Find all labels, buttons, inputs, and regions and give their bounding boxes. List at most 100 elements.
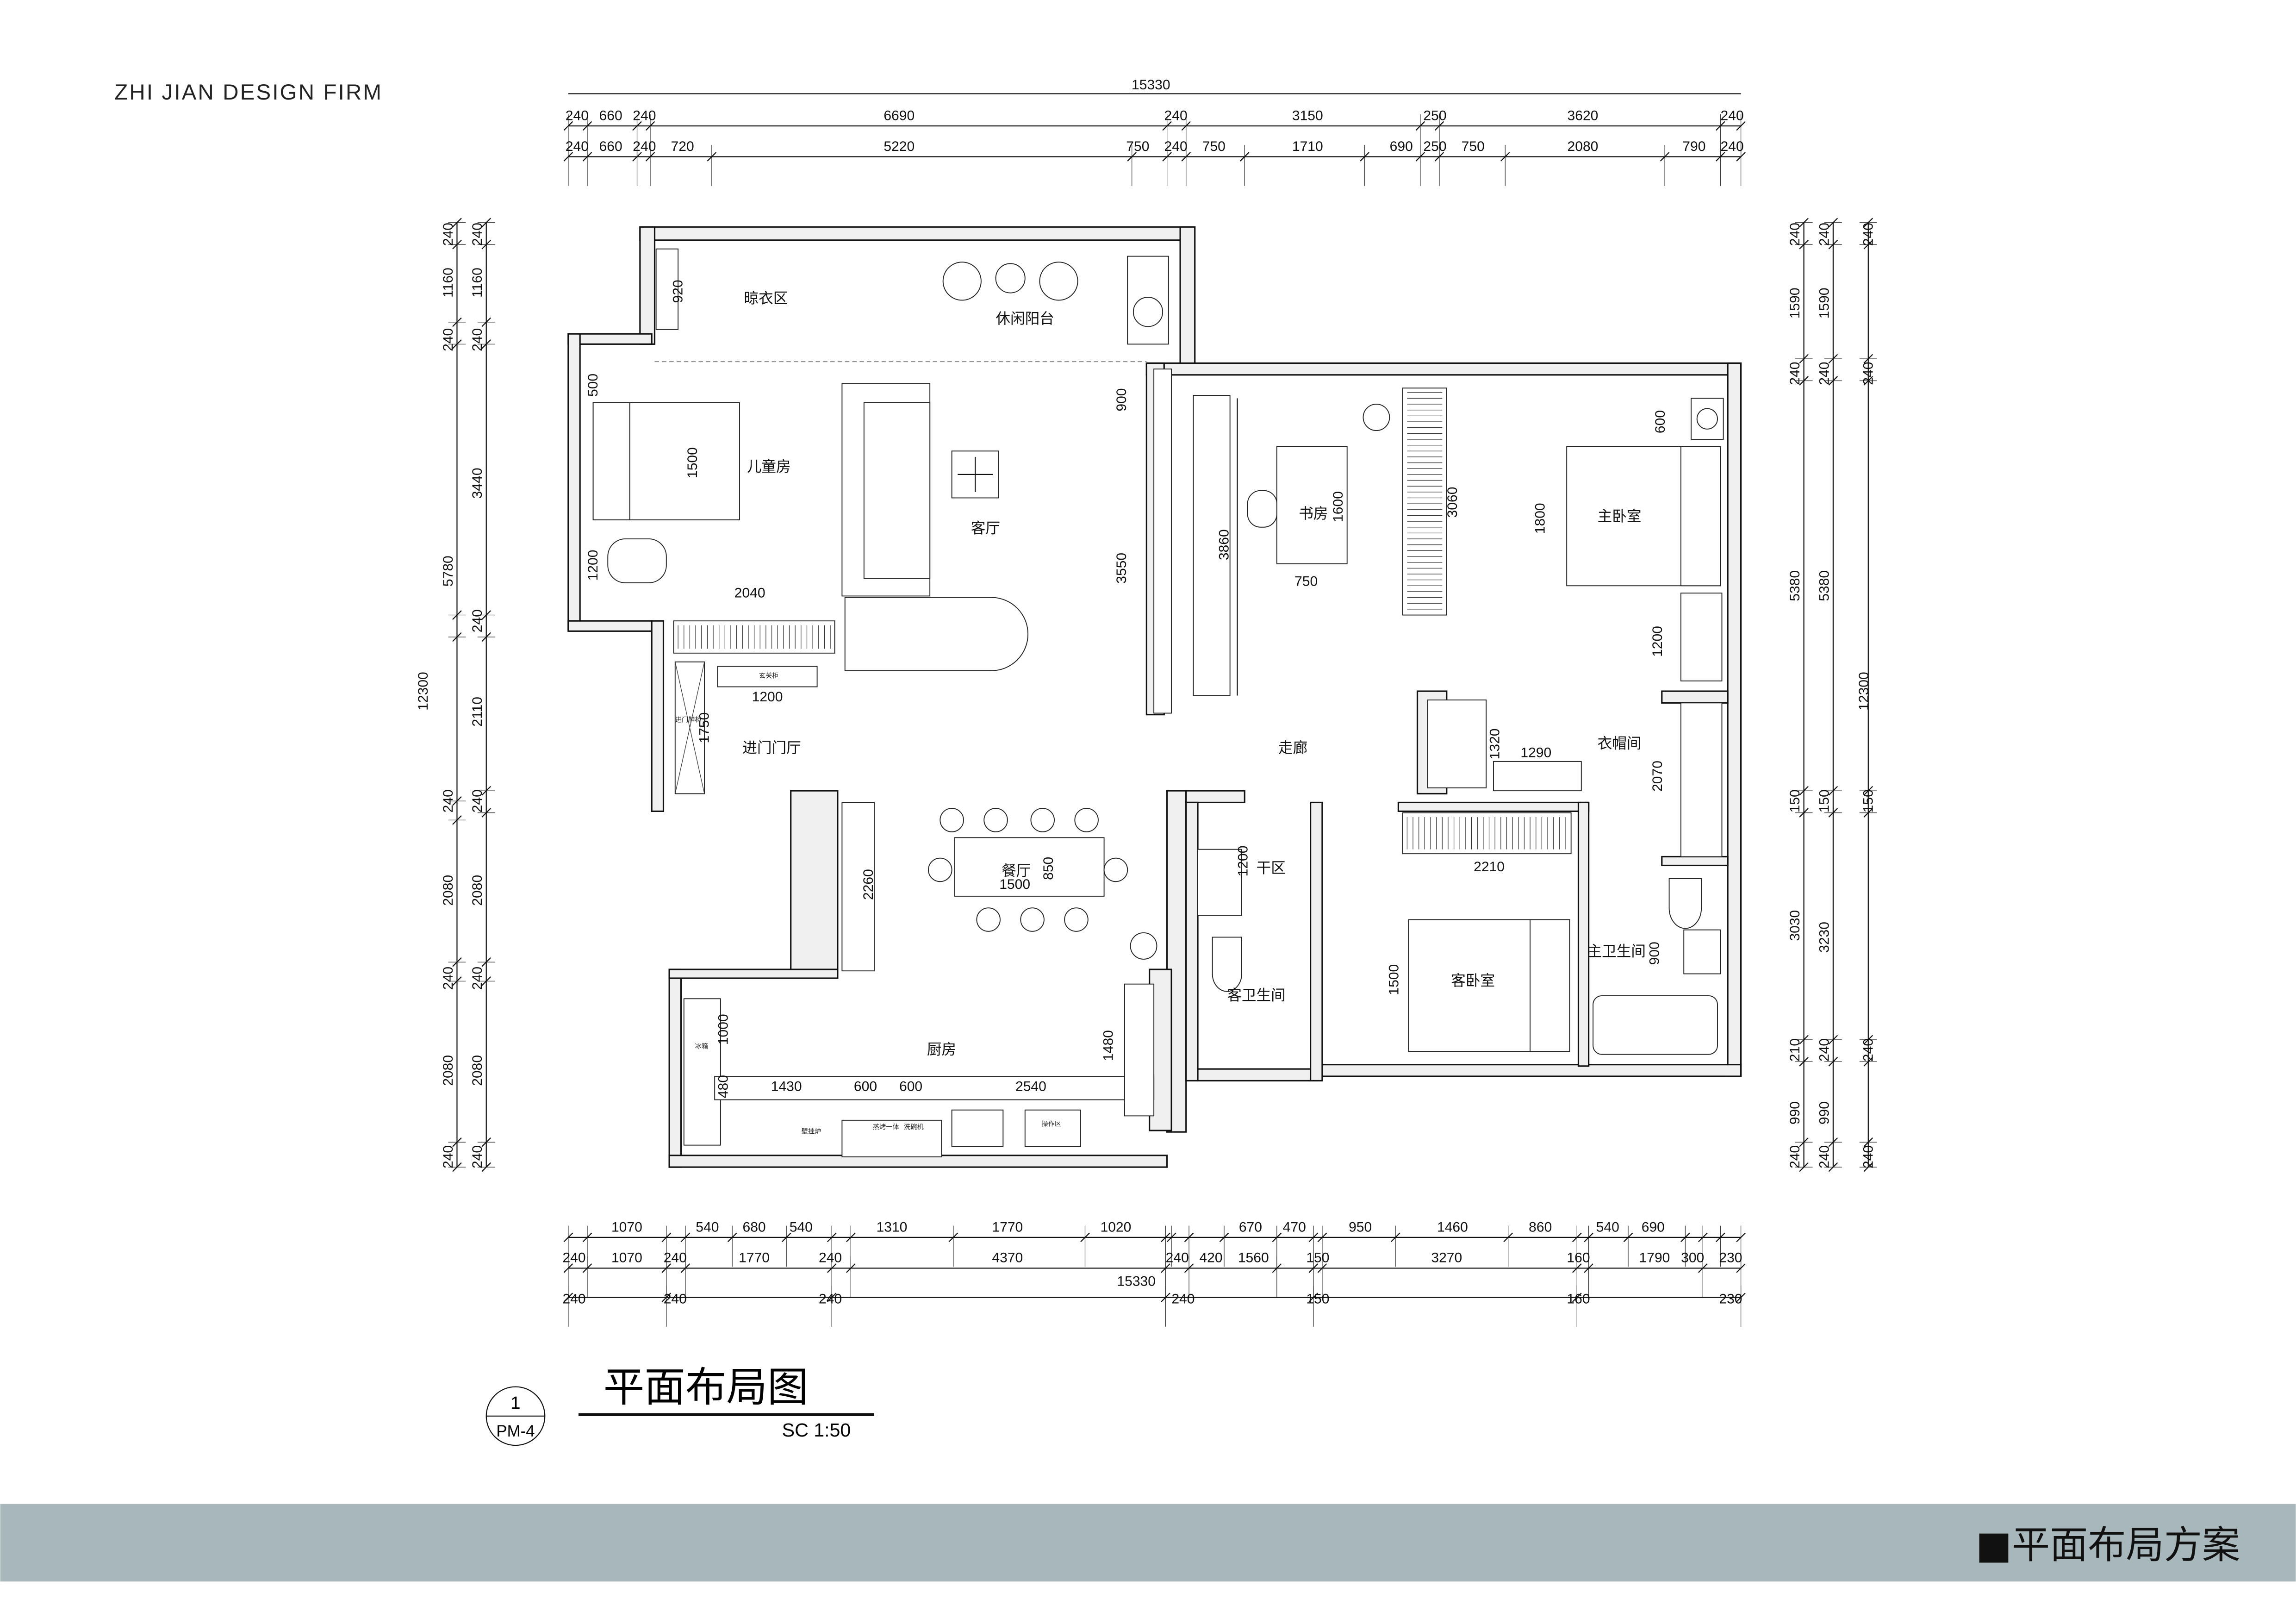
dimension-label: 240 xyxy=(470,1145,485,1168)
dimension-label: 240 xyxy=(566,139,589,154)
dimension-label: 3150 xyxy=(1292,108,1323,123)
interior-dimension: 1430 xyxy=(771,1079,802,1094)
dimension-label: 240 xyxy=(819,1291,842,1306)
dimension-label: 240 xyxy=(1817,1145,1832,1168)
dimension-label: 5780 xyxy=(441,556,456,587)
dimension-label: 240 xyxy=(1817,362,1832,385)
dimension-label: 790 xyxy=(1682,139,1705,154)
interior-dimension: 1500 xyxy=(685,447,700,478)
fixture-label: 玄关柜 xyxy=(759,672,779,680)
dimension-label: 240 xyxy=(1860,362,1876,385)
dimension-label: 240 xyxy=(566,108,589,123)
dimension-label: 240 xyxy=(470,328,485,351)
dimension-label: 240 xyxy=(562,1291,585,1306)
room-label: 儿童房 xyxy=(747,459,791,475)
dimension-label: 860 xyxy=(1529,1219,1552,1235)
dimension-label: 150 xyxy=(1787,789,1803,812)
ref-number: 1 xyxy=(510,1393,520,1413)
interior-dimension: 3550 xyxy=(1114,553,1129,584)
dimension-label: 2080 xyxy=(470,875,485,906)
dimension-label: 3270 xyxy=(1431,1250,1462,1266)
dimension-label: 240 xyxy=(1860,1038,1876,1062)
fixture-label: 进门鞋柜 xyxy=(675,716,702,724)
dimension-label: 720 xyxy=(671,139,694,154)
dimension-label: 240 xyxy=(1817,1038,1832,1062)
dimension-label: 660 xyxy=(599,139,622,154)
dimension-label: 1790 xyxy=(1639,1250,1670,1266)
dimension-label: 1770 xyxy=(992,1219,1023,1235)
dimension-label: 160 xyxy=(1567,1291,1590,1306)
interior-dimension: 1200 xyxy=(585,550,601,581)
dimension-label: 670 xyxy=(1239,1219,1262,1235)
dimension-label: 690 xyxy=(1642,1219,1665,1235)
room-label: 休闲阳台 xyxy=(996,311,1055,327)
interior-dimension: 480 xyxy=(716,1075,731,1098)
dimension-label: 3030 xyxy=(1787,910,1803,941)
dimension-label: 420 xyxy=(1199,1250,1222,1266)
furniture xyxy=(592,248,1724,1157)
room-label: 晾衣区 xyxy=(744,290,788,307)
dimension-label: 1460 xyxy=(1437,1219,1468,1235)
dimension-label: 950 xyxy=(1349,1219,1372,1235)
dimension-label: 540 xyxy=(1596,1219,1619,1235)
drawing-title: 平面布局图 xyxy=(604,1363,809,1411)
dimension-label: 240 xyxy=(1166,1250,1189,1266)
interior-dimension: 900 xyxy=(1114,388,1129,411)
room-label: 干区 xyxy=(1257,860,1286,876)
dimension-label: 240 xyxy=(664,1250,687,1266)
interior-dimension: 1480 xyxy=(1101,1030,1116,1061)
fixture-label: 冰箱 xyxy=(695,1043,708,1050)
dimension-label: 240 xyxy=(470,609,485,632)
footer-bar xyxy=(0,1504,2296,1582)
dimension-label: 5380 xyxy=(1787,570,1803,601)
room-label: 餐厅 xyxy=(1002,863,1031,880)
firm-name: ZHI JIAN DESIGN FIRM xyxy=(114,80,383,105)
dimension-label: 990 xyxy=(1787,1101,1803,1124)
dimension-label: 240 xyxy=(1787,362,1803,385)
dimension-total: 12300 xyxy=(1856,672,1872,711)
dimension-label: 240 xyxy=(441,1145,456,1168)
interior-dimension: 500 xyxy=(585,374,601,397)
dimension-label: 1710 xyxy=(1292,139,1323,154)
interior-dimension: 1000 xyxy=(716,1014,731,1045)
dimension-label: 240 xyxy=(441,967,456,990)
dimension-label: 750 xyxy=(1126,139,1149,154)
dimension-label: 660 xyxy=(599,108,622,123)
dimension-label: 2080 xyxy=(470,1055,485,1086)
fixture-label: 操作区 xyxy=(1041,1120,1061,1128)
dimension-label: 240 xyxy=(1164,108,1188,123)
dimension-label: 160 xyxy=(1567,1250,1590,1266)
dimension-label: 240 xyxy=(1171,1291,1195,1306)
dimension-label: 750 xyxy=(1202,139,1226,154)
interior-dimension: 2070 xyxy=(1650,761,1665,792)
dimension-label: 240 xyxy=(441,789,456,812)
interior-dimension: 900 xyxy=(1647,942,1662,965)
dimension-label: 240 xyxy=(1721,108,1744,123)
dimension-label: 240 xyxy=(1787,1145,1803,1168)
dimension-label: 5380 xyxy=(1817,570,1832,601)
dimension-total: 12300 xyxy=(416,672,431,711)
interior-dimension: 1200 xyxy=(1236,846,1251,877)
dimension-label: 540 xyxy=(790,1219,813,1235)
dimension-label: 250 xyxy=(1423,139,1446,154)
dimension-label: 5220 xyxy=(884,139,915,154)
dimension-label: 1070 xyxy=(611,1250,642,1266)
dimension-label: 240 xyxy=(470,789,485,812)
dimension-label: 240 xyxy=(1860,223,1876,246)
dimension-label: 2080 xyxy=(441,1055,456,1086)
dimension-label: 240 xyxy=(1164,139,1188,154)
dimension-label: 240 xyxy=(819,1250,842,1266)
dimension-label: 1160 xyxy=(470,268,485,298)
fixture-label: 蒸烤一体 xyxy=(873,1123,899,1131)
room-label: 客厅 xyxy=(971,520,1000,537)
room-label: 主卧室 xyxy=(1598,508,1642,525)
room-label: 进门门厅 xyxy=(742,740,801,756)
dimension-label: 210 xyxy=(1787,1038,1803,1062)
interior-dimension: 1200 xyxy=(1650,626,1665,657)
room-label: 客卫生间 xyxy=(1227,987,1286,1004)
room-label: 书房 xyxy=(1299,506,1328,522)
interior-dimension: 920 xyxy=(671,280,686,303)
dimension-label: 230 xyxy=(1719,1250,1742,1266)
dimension-label: 150 xyxy=(1306,1250,1329,1266)
dimension-label: 240 xyxy=(562,1250,585,1266)
